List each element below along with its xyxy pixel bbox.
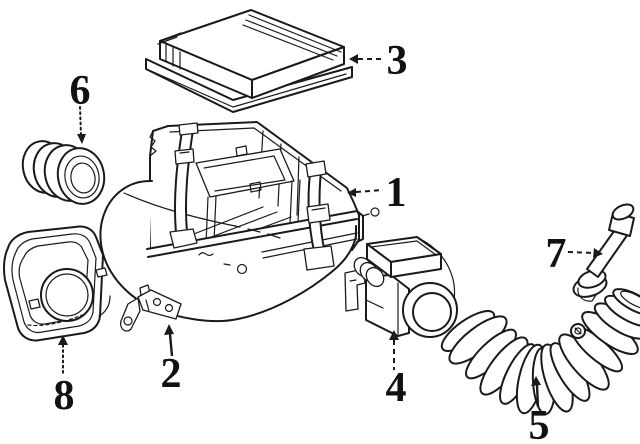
- callout-3-arrowhead: [349, 54, 358, 64]
- callout-8-arrowhead: [58, 335, 68, 345]
- callout-4-label[interactable]: 4: [386, 365, 407, 411]
- part-5-corrugated-intake-hose: [440, 288, 640, 415]
- callout-1-arrowhead: [347, 188, 356, 197]
- callout-7[interactable]: 7: [546, 231, 604, 277]
- callout-2[interactable]: 2: [161, 324, 182, 397]
- part-6-air-intake-duct: [21, 140, 106, 205]
- callout-6-arrowhead: [77, 134, 86, 144]
- callout-8-label[interactable]: 8: [54, 373, 75, 419]
- part-7-stud-bolt: [572, 203, 635, 302]
- callout-5-leader: [535, 384, 540, 408]
- part-2-mounting-bracket: [120, 284, 182, 332]
- callout-4-arrowhead: [389, 330, 399, 340]
- callout-4[interactable]: 4: [386, 330, 407, 411]
- callout-2-label[interactable]: 2: [161, 351, 182, 397]
- callout-3[interactable]: 3: [349, 38, 408, 84]
- callout-7-label[interactable]: 7: [546, 231, 567, 277]
- part-3-air-filter-element: [145, 9, 353, 113]
- callout-3-label[interactable]: 3: [387, 38, 408, 84]
- callout-7-leader: [567, 251, 596, 254]
- callout-5-arrowhead: [531, 376, 541, 386]
- callout-6-label[interactable]: 6: [70, 68, 91, 114]
- hose-clamp-screw: [570, 323, 586, 339]
- callout-6[interactable]: 6: [70, 68, 91, 144]
- callout-2-arrowhead: [164, 324, 174, 335]
- callout-6-leader: [79, 106, 82, 136]
- callout-2-leader: [168, 333, 174, 357]
- callout-1-leader: [355, 189, 384, 193]
- part-4-mass-air-flow-sensor: [344, 236, 458, 338]
- part-1-air-cleaner-housing: [99, 121, 380, 323]
- part-8-intake-duct-adapter: [3, 225, 111, 342]
- callout-5[interactable]: 5: [529, 376, 550, 444]
- callout-5-label[interactable]: 5: [529, 403, 550, 444]
- callout-7-arrowhead: [593, 248, 603, 258]
- callout-1-label[interactable]: 1: [386, 170, 407, 216]
- callout-1[interactable]: 1: [347, 170, 407, 216]
- callout-8[interactable]: 8: [54, 335, 75, 419]
